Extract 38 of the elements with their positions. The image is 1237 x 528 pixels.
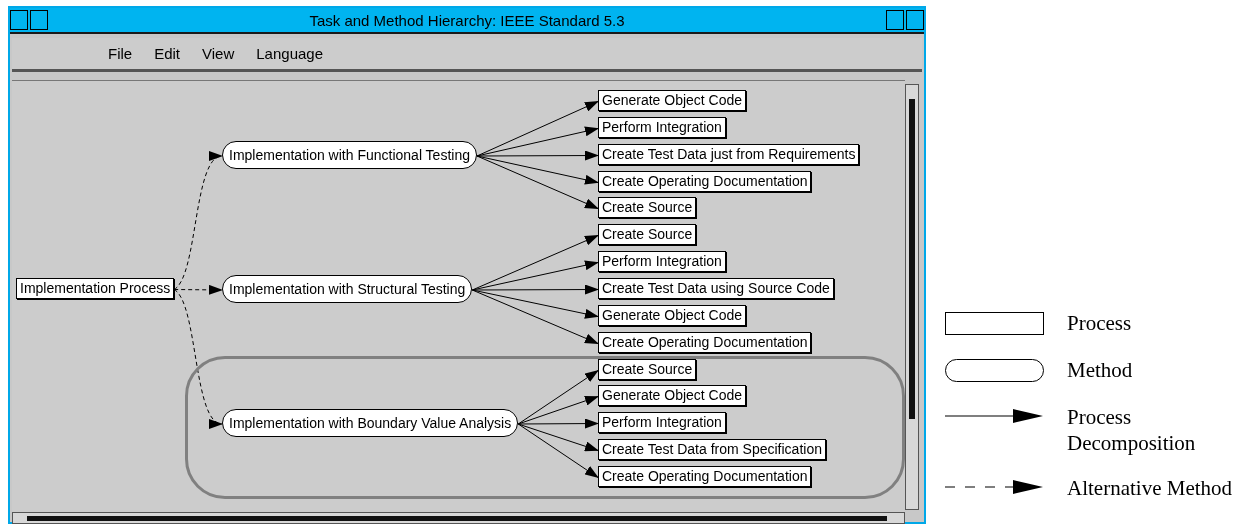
- method-box: Implementation with Structural Testing: [222, 275, 473, 303]
- window-title: Task and Method Hierarchy: IEEE Standard 5.3: [309, 11, 625, 29]
- method-box: Implementation with Boundary Value Analysis: [222, 409, 519, 437]
- arrow: [476, 155, 599, 209]
- legend-label: Process Decomposition: [1067, 404, 1197, 456]
- process-box: Create Operating Documentation: [598, 466, 812, 487]
- process-box: Create Operating Documentation: [598, 171, 812, 192]
- legend-label: Process: [1067, 310, 1133, 336]
- menu-item: View: [202, 45, 235, 62]
- process-box: Create Test Data using Source Code: [598, 278, 834, 299]
- menu-item: Edit: [154, 45, 181, 62]
- process-box: Create Source: [598, 359, 697, 380]
- highlight-frame: [185, 356, 905, 499]
- arrow: [517, 423, 599, 452]
- process-box: Create Operating Documentation: [598, 332, 812, 353]
- process-box: Implementation Process: [16, 278, 175, 299]
- arrow: [476, 101, 599, 157]
- process-box: Perform Integration: [598, 412, 726, 433]
- menu-item: File: [108, 45, 133, 62]
- process-box: Create Test Data just from Requirements: [598, 144, 860, 165]
- process-box: Perform Integration: [598, 251, 726, 272]
- process-box: Generate Object Code: [598, 305, 747, 326]
- arrow: [471, 235, 599, 291]
- arrow: [517, 418, 599, 429]
- process-box: Create Source: [598, 197, 697, 218]
- legend-label: Alternative Method: [1067, 475, 1234, 501]
- process-box: Perform Integration: [598, 117, 726, 138]
- process-box: Generate Object Code: [598, 90, 747, 111]
- process-box: Generate Object Code: [598, 385, 747, 406]
- menu-item: Language: [256, 45, 324, 62]
- process-box: Create Test Data from Specification: [598, 439, 826, 460]
- arrow: [476, 155, 599, 185]
- method-box: Implementation with Functional Testing: [222, 141, 477, 169]
- process-box: Create Source: [598, 224, 697, 245]
- arrow: [517, 423, 599, 479]
- arrow: [517, 369, 599, 425]
- legend-label: Method: [1067, 357, 1134, 383]
- arrow: [471, 289, 599, 344]
